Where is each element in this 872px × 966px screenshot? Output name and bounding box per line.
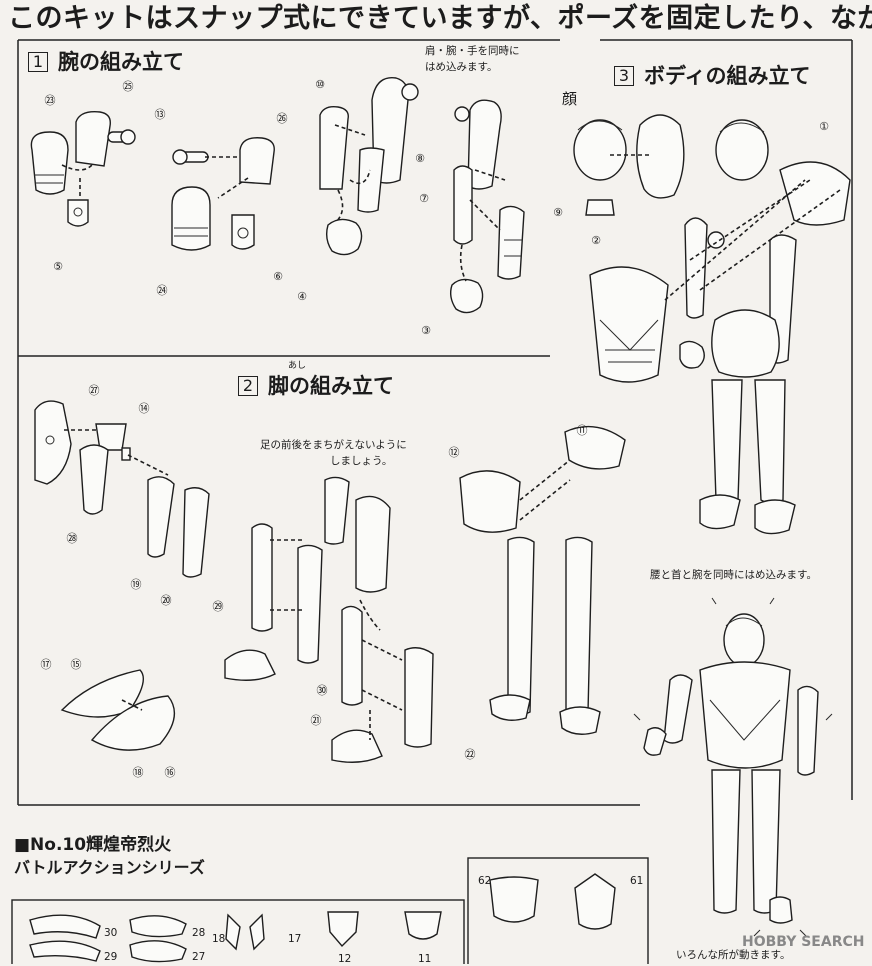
runner-label-28: 28	[192, 927, 206, 939]
leg-note-line-2: しましょう。	[330, 455, 393, 467]
section-frames	[11, 39, 853, 964]
section-leg-number: 2	[238, 376, 258, 396]
callout-20: ⑳	[160, 594, 172, 607]
arm-note-line-1: 肩・腕・手を同時に	[425, 45, 520, 57]
callout-3: ③	[421, 324, 431, 337]
runner-label-30: 30	[104, 927, 118, 939]
callout-8: ⑧	[415, 152, 425, 165]
callout-1: ①	[819, 120, 829, 133]
callout-11: ⑪	[576, 424, 588, 437]
face-label: 顔	[562, 90, 578, 108]
callout-13: ⑬	[154, 108, 166, 121]
callout-19: ⑲	[130, 578, 142, 591]
section-body-label: ボディの組み立て	[644, 64, 811, 88]
runner-label-12: 12	[338, 953, 352, 965]
runner-label-17: 17	[288, 933, 302, 945]
section-body-number: 3	[614, 66, 634, 86]
arm-parts	[30, 76, 525, 314]
callout-14: ⑭	[138, 402, 150, 415]
product-series: バトルアクションシリーズ	[14, 858, 205, 877]
runner-label-62: 62	[478, 875, 492, 887]
callout-29: ㉙	[212, 600, 224, 613]
header-instruction: このキットはスナップ式にできていますが、ポーズを固定したり、ながく	[8, 3, 872, 34]
section-arm-title: 1 腕の組み立て	[28, 46, 184, 76]
section-leg-label: 脚の組み立て	[268, 374, 394, 398]
runner-label-61: 61	[630, 875, 644, 887]
arm-note-line-2: はめ込みます。	[425, 61, 498, 73]
section-arm-number: 1	[28, 52, 48, 72]
body-parts	[573, 114, 851, 937]
callout-26: ㉖	[276, 112, 288, 125]
section-leg-title: 2 脚の組み立て	[238, 370, 394, 400]
callout-10: ⑩	[315, 78, 325, 91]
callout-12: ⑫	[448, 446, 460, 459]
callout-18: ⑱	[132, 766, 144, 779]
callout-30: ㉚	[316, 684, 328, 697]
leg-note-line-1: 足の前後をまちがえないように	[260, 439, 407, 451]
callout-5: ⑤	[53, 260, 63, 273]
runner-parts	[29, 873, 616, 963]
callout-4: ④	[297, 290, 307, 303]
section-arm-label: 腕の組み立て	[58, 50, 184, 74]
move-note: いろんな所が動きます。	[676, 949, 791, 961]
leg-parts	[34, 400, 626, 763]
callout-25: ㉕	[122, 80, 134, 93]
callout-15: ⑮	[70, 658, 82, 671]
runner-label-11: 11	[418, 953, 432, 965]
runner-label-27: 27	[192, 951, 206, 963]
callout-16: ⑯	[164, 766, 176, 779]
callout-9: ⑨	[553, 206, 563, 219]
callout-23: ㉓	[44, 94, 56, 107]
callout-28: ㉘	[66, 532, 78, 545]
callout-27: ㉗	[88, 384, 100, 397]
callout-21: ㉑	[310, 714, 322, 727]
watermark-logo: HOBBY SEARCH	[742, 934, 865, 950]
callout-17: ⑰	[40, 658, 52, 671]
leg-ruby: あし	[288, 361, 307, 371]
callout-22: ㉒	[464, 748, 476, 761]
callout-6: ⑥	[273, 270, 283, 283]
callout-7: ⑦	[419, 192, 429, 205]
runner-label-29: 29	[104, 951, 118, 963]
body-note: 腰と首と腕を同時にはめ込みます。	[650, 569, 817, 581]
runner-label-18: 18	[212, 933, 226, 945]
product-title: ■No.10輝煌帝烈火	[14, 835, 172, 855]
callout-24: ㉔	[156, 284, 168, 297]
section-body-title: 3 ボディの組み立て	[614, 60, 811, 90]
callout-2: ②	[591, 234, 601, 247]
